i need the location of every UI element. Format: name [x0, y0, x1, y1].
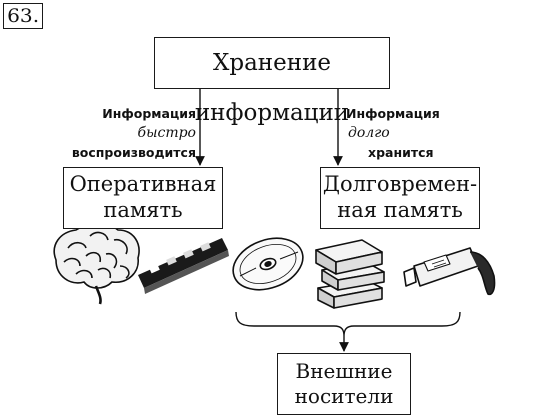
ext-line1: Внешние: [295, 359, 393, 383]
left-branch-label: Информация быстро воспроизводится: [66, 104, 196, 162]
books-stack-icon: [315, 239, 385, 309]
ram-line1: Оперативная: [69, 172, 217, 196]
usb-flash-drive-icon: [403, 247, 496, 296]
root-node-storage: Хранение информации: [154, 37, 390, 126]
long-term-memory-node: Долговремен- ная память: [320, 167, 480, 229]
left-label-line3: воспроизводится: [71, 145, 196, 160]
right-branch-label: Информация долго хранится: [346, 104, 466, 162]
right-label-line2: долго: [348, 125, 390, 141]
root-label: Хранение информации: [194, 50, 350, 126]
left-label-line1: Информация: [102, 106, 196, 121]
external-media-node: Внешние носители: [277, 353, 411, 415]
media-brace: [235, 311, 461, 337]
left-label-line2: быстро: [137, 125, 196, 141]
ltm-line2: ная память: [337, 198, 463, 222]
right-label-line3: хранится: [368, 145, 434, 160]
brain-icon: [53, 223, 140, 305]
ram-line2: память: [103, 198, 183, 222]
memory-module-icon: [138, 238, 229, 294]
cd-disc-icon: [232, 237, 304, 291]
figure-number: 63.: [3, 3, 43, 29]
right-label-line1: Информация: [346, 106, 440, 121]
ram-node: Оперативная память: [63, 167, 223, 229]
ext-line2: носители: [294, 384, 394, 408]
ltm-line1: Долговремен-: [322, 172, 478, 196]
